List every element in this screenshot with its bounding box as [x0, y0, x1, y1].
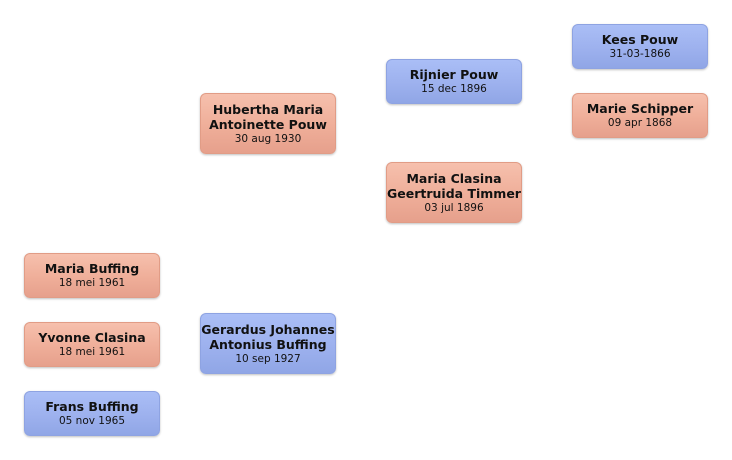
person-name-line2: Antoinette Pouw [209, 116, 327, 132]
person-card-maria-clasina-timmer[interactable]: Maria Clasina Geertruida Timmer 03 jul 1… [386, 162, 522, 223]
person-card-hubertha-pouw[interactable]: Hubertha Maria Antoinette Pouw 30 aug 19… [200, 93, 336, 154]
person-name: Marie Schipper [586, 101, 694, 116]
person-name-line2: Antonius Buffing [209, 336, 327, 352]
person-name: Kees Pouw [601, 32, 679, 47]
person-name: Frans Buffing [45, 399, 139, 414]
person-card-marie-schipper[interactable]: Marie Schipper 09 apr 1868 [572, 93, 708, 138]
person-date: 15 dec 1896 [421, 83, 487, 95]
person-name-line1: Hubertha Maria [212, 101, 324, 117]
person-card-frans-buffing[interactable]: Frans Buffing 05 nov 1965 [24, 391, 160, 436]
person-date: 05 nov 1965 [58, 415, 126, 427]
person-name: Yvonne Clasina [38, 330, 146, 345]
person-date: 30 aug 1930 [234, 132, 302, 145]
person-name: Maria Buffing [44, 261, 140, 276]
person-date: 10 sep 1927 [235, 352, 301, 365]
person-name-line1: Gerardus Johannes [201, 321, 335, 337]
person-card-yvonne-clasina[interactable]: Yvonne Clasina 18 mei 1961 [24, 322, 160, 367]
person-card-kees-pouw[interactable]: Kees Pouw 31-03-1866 [572, 24, 708, 69]
person-date: 18 mei 1961 [58, 346, 126, 358]
person-date: 31-03-1866 [609, 48, 671, 60]
person-date: 03 jul 1896 [424, 201, 484, 214]
person-name-line1: Maria Clasina [406, 170, 502, 186]
person-name-line2: Geertruida Timmer [387, 185, 521, 201]
person-date: 09 apr 1868 [607, 117, 673, 129]
person-date: 18 mei 1961 [58, 277, 126, 289]
person-card-maria-buffing[interactable]: Maria Buffing 18 mei 1961 [24, 253, 160, 298]
person-name: Rijnier Pouw [409, 67, 499, 82]
person-card-gerardus-buffing[interactable]: Gerardus Johannes Antonius Buffing 10 se… [200, 313, 336, 374]
person-card-rijnier-pouw[interactable]: Rijnier Pouw 15 dec 1896 [386, 59, 522, 104]
